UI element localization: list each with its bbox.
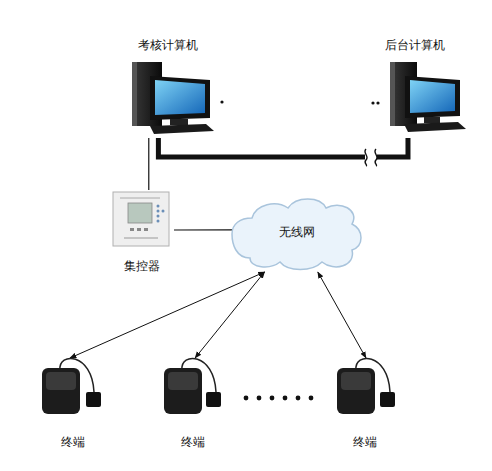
node-label: 后台计算机 bbox=[350, 38, 480, 53]
network-cloud: 无线网 bbox=[232, 196, 362, 272]
computer-node: 后台计算机 bbox=[370, 38, 460, 138]
terminal-node: 终端 bbox=[158, 358, 228, 450]
cloud-label: 无线网 bbox=[212, 225, 382, 240]
ellipsis-dots bbox=[244, 396, 314, 401]
terminal-node: 终端 bbox=[38, 358, 108, 450]
terminal-device bbox=[164, 358, 221, 414]
node-label: 终端 bbox=[18, 435, 128, 450]
break-symbol bbox=[365, 149, 377, 166]
wireless-arrow bbox=[70, 272, 265, 358]
computer-node: 考核计算机 bbox=[120, 38, 216, 138]
collector-node: 集控器 bbox=[110, 190, 174, 274]
terminal-node: 终端 bbox=[330, 358, 400, 450]
terminal-device bbox=[337, 358, 395, 414]
link-line bbox=[148, 138, 149, 190]
node-label: 终端 bbox=[138, 435, 248, 450]
node-label: 考核计算机 bbox=[100, 38, 236, 53]
node-label: 终端 bbox=[310, 435, 420, 450]
wireless-arrow bbox=[318, 272, 366, 358]
terminal-device bbox=[42, 358, 101, 414]
network-cable bbox=[158, 138, 408, 157]
computer-icon bbox=[132, 62, 224, 134]
link-line bbox=[174, 229, 232, 230]
node-label: 集控器 bbox=[90, 259, 194, 274]
computer-icon bbox=[371, 62, 466, 132]
wireless-arrow bbox=[195, 272, 264, 358]
collector-device bbox=[113, 192, 169, 246]
